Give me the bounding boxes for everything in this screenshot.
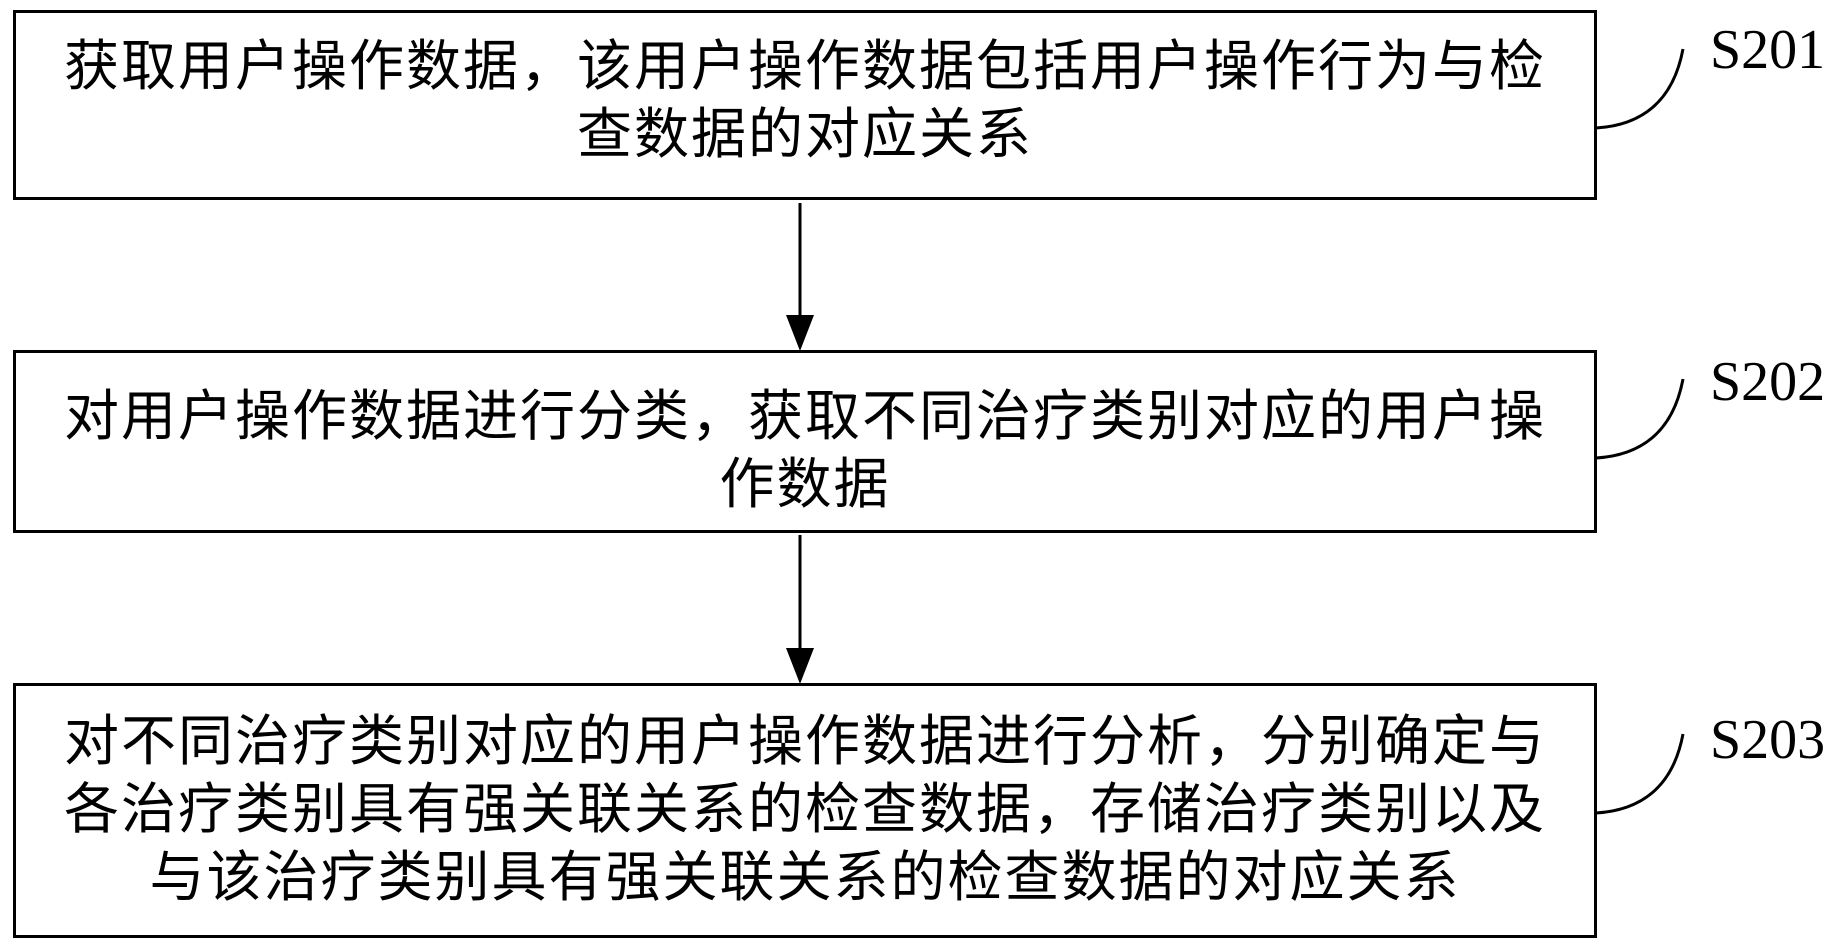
- step-box-s203: 对不同治疗类别对应的用户操作数据进行分析，分别确定与 各治疗类别具有强关联关系的…: [13, 683, 1597, 938]
- callout-curve-s202: [1595, 378, 1685, 460]
- step-box-s201: 获取用户操作数据，该用户操作数据包括用户操作行为与检 查数据的对应关系: [13, 10, 1597, 200]
- step-label-s202: S202: [1710, 351, 1824, 413]
- step-label-s203: S203: [1710, 709, 1824, 771]
- step-s202-text-line-1: 对用户操作数据进行分类，获取不同治疗类别对应的用户操: [63, 386, 1546, 447]
- step-s201-text-line-2: 查数据的对应关系: [576, 104, 1033, 165]
- arrow-s201-s202-head: [786, 315, 814, 351]
- step-s203-text-line-3: 与该治疗类别具有强关联关系的检查数据的对应关系: [149, 847, 1461, 908]
- step-label-s201: S201: [1710, 19, 1824, 81]
- step-box-s202: 对用户操作数据进行分类，获取不同治疗类别对应的用户操 作数据: [13, 350, 1597, 533]
- step-s202-text-line-2: 作数据: [719, 454, 891, 515]
- arrow-s202-s203-head: [786, 648, 814, 684]
- step-s201-text-line-1: 获取用户操作数据，该用户操作数据包括用户操作行为与检: [63, 36, 1546, 97]
- callout-curve-s203: [1595, 733, 1685, 815]
- step-s203-text-line-1: 对不同治疗类别对应的用户操作数据进行分析，分别确定与: [63, 711, 1546, 772]
- step-s203-text-line-2: 各治疗类别具有强关联关系的检查数据，存储治疗类别以及: [63, 779, 1546, 840]
- callout-curve-s201: [1595, 48, 1685, 130]
